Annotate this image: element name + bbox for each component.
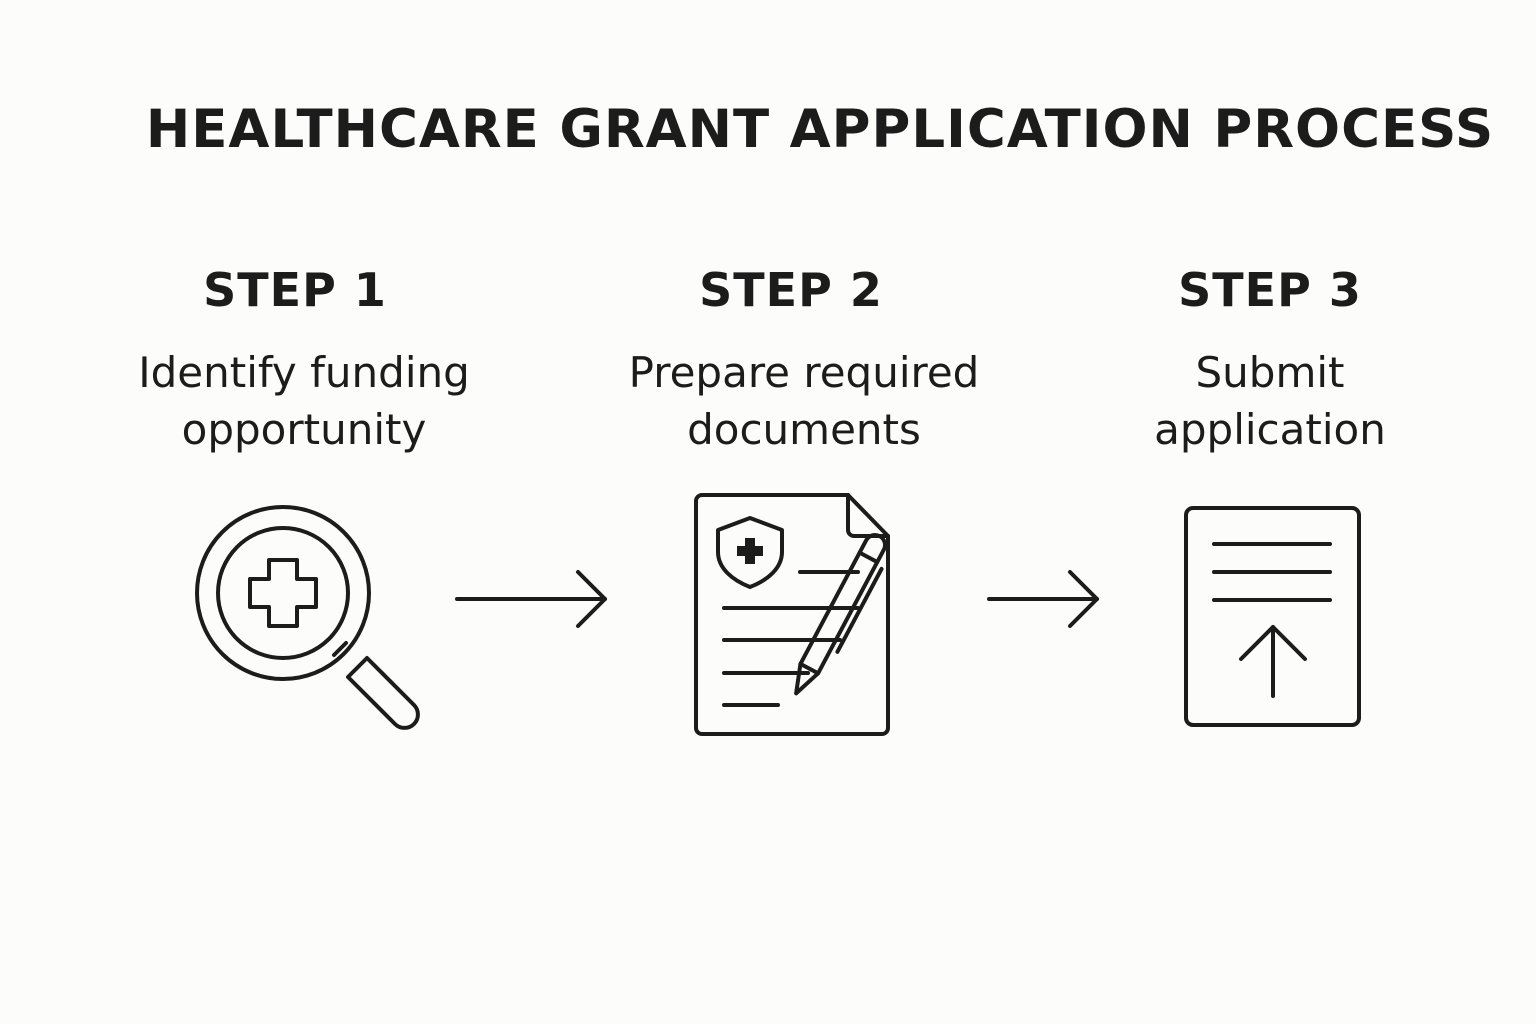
arrow-right-icon <box>455 570 607 628</box>
step-1-description-line-1: Identify funding <box>138 348 470 397</box>
document-upload-icon <box>1184 506 1361 727</box>
step-3-description: Submit application <box>1050 344 1490 458</box>
step-2-description: Prepare required documents <box>584 344 1024 458</box>
step-3-label: STEP 3 <box>1178 263 1362 317</box>
step-3-description-line-1: Submit <box>1195 348 1345 397</box>
step-2-description-line-1: Prepare required <box>628 348 980 397</box>
diagram-title: HEALTHCARE GRANT APPLICATION PROCESS <box>145 99 1495 160</box>
step-2-label: STEP 2 <box>699 263 883 317</box>
step-2-description-line-2: documents <box>687 405 921 454</box>
step-1-description: Identify funding opportunity <box>84 344 524 458</box>
step-1-description-line-2: opportunity <box>181 405 427 454</box>
document-shield-pen-icon <box>694 493 890 736</box>
step-1-label: STEP 1 <box>203 263 387 317</box>
arrow-right-icon <box>987 570 1099 628</box>
step-3-description-line-2: application <box>1154 405 1386 454</box>
magnifier-medical-cross-icon <box>195 505 420 730</box>
